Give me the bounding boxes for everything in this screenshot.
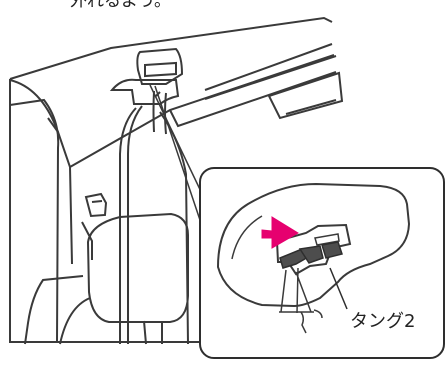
- headrest: [88, 214, 188, 322]
- upper-anchor-slot: [145, 63, 176, 76]
- belt-right-edge: [165, 93, 166, 134]
- leader-line-top: [150, 85, 206, 202]
- tongue-label: タング2: [350, 311, 415, 333]
- side-panel-window: [269, 73, 342, 118]
- buckle-strap: [82, 222, 92, 260]
- headrest-post-left: [144, 321, 146, 344]
- rear-window-lower: [170, 72, 336, 126]
- roof-crease-1: [205, 56, 336, 99]
- side-buckle-detail: [92, 201, 102, 202]
- pillar-inner: [128, 106, 142, 344]
- seat-side-edge: [48, 118, 72, 264]
- belt-left-edge: [154, 91, 155, 132]
- side-panel-slot: [286, 100, 336, 114]
- roof-crease-2: [205, 44, 332, 90]
- seat-top-curve: [10, 80, 58, 132]
- seat-back: [10, 100, 58, 342]
- seat-inner-curve: [60, 298, 90, 344]
- pillar-right: [160, 112, 188, 344]
- side-buckle: [86, 194, 106, 216]
